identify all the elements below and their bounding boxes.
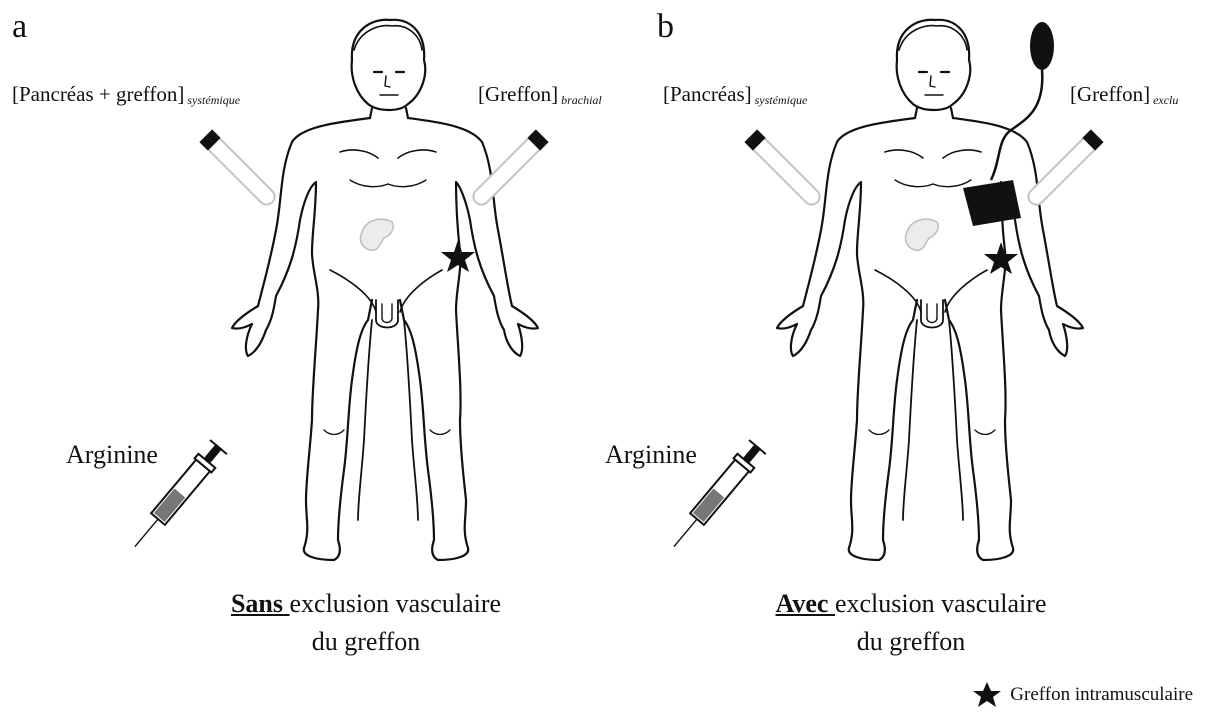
body-figure-b [545, 0, 1145, 720]
left-sample-tube-icon [199, 129, 278, 208]
star-icon [972, 680, 1002, 710]
left-sample-tube-icon [744, 129, 823, 208]
graft-sample-sub: exclu [1153, 93, 1178, 107]
graft-star-icon [441, 240, 475, 272]
legend: Greffon intramusculaire [972, 680, 1193, 710]
pancreas-icon [360, 219, 393, 250]
right-sample-tube-icon [1024, 129, 1103, 208]
graft-star-icon [984, 242, 1018, 274]
syringe-icon [665, 440, 765, 554]
pancreas-icon [905, 219, 938, 250]
panel-b: b [Pancréas]systémique [Greffon]exclu Ar… [545, 0, 1145, 720]
syringe-icon [126, 440, 226, 554]
panel-a: a [Pancréas + greffon]systémique [Greffo… [0, 0, 600, 720]
body-figure-a [0, 0, 600, 720]
legend-text: Greffon intramusculaire [1010, 684, 1193, 706]
